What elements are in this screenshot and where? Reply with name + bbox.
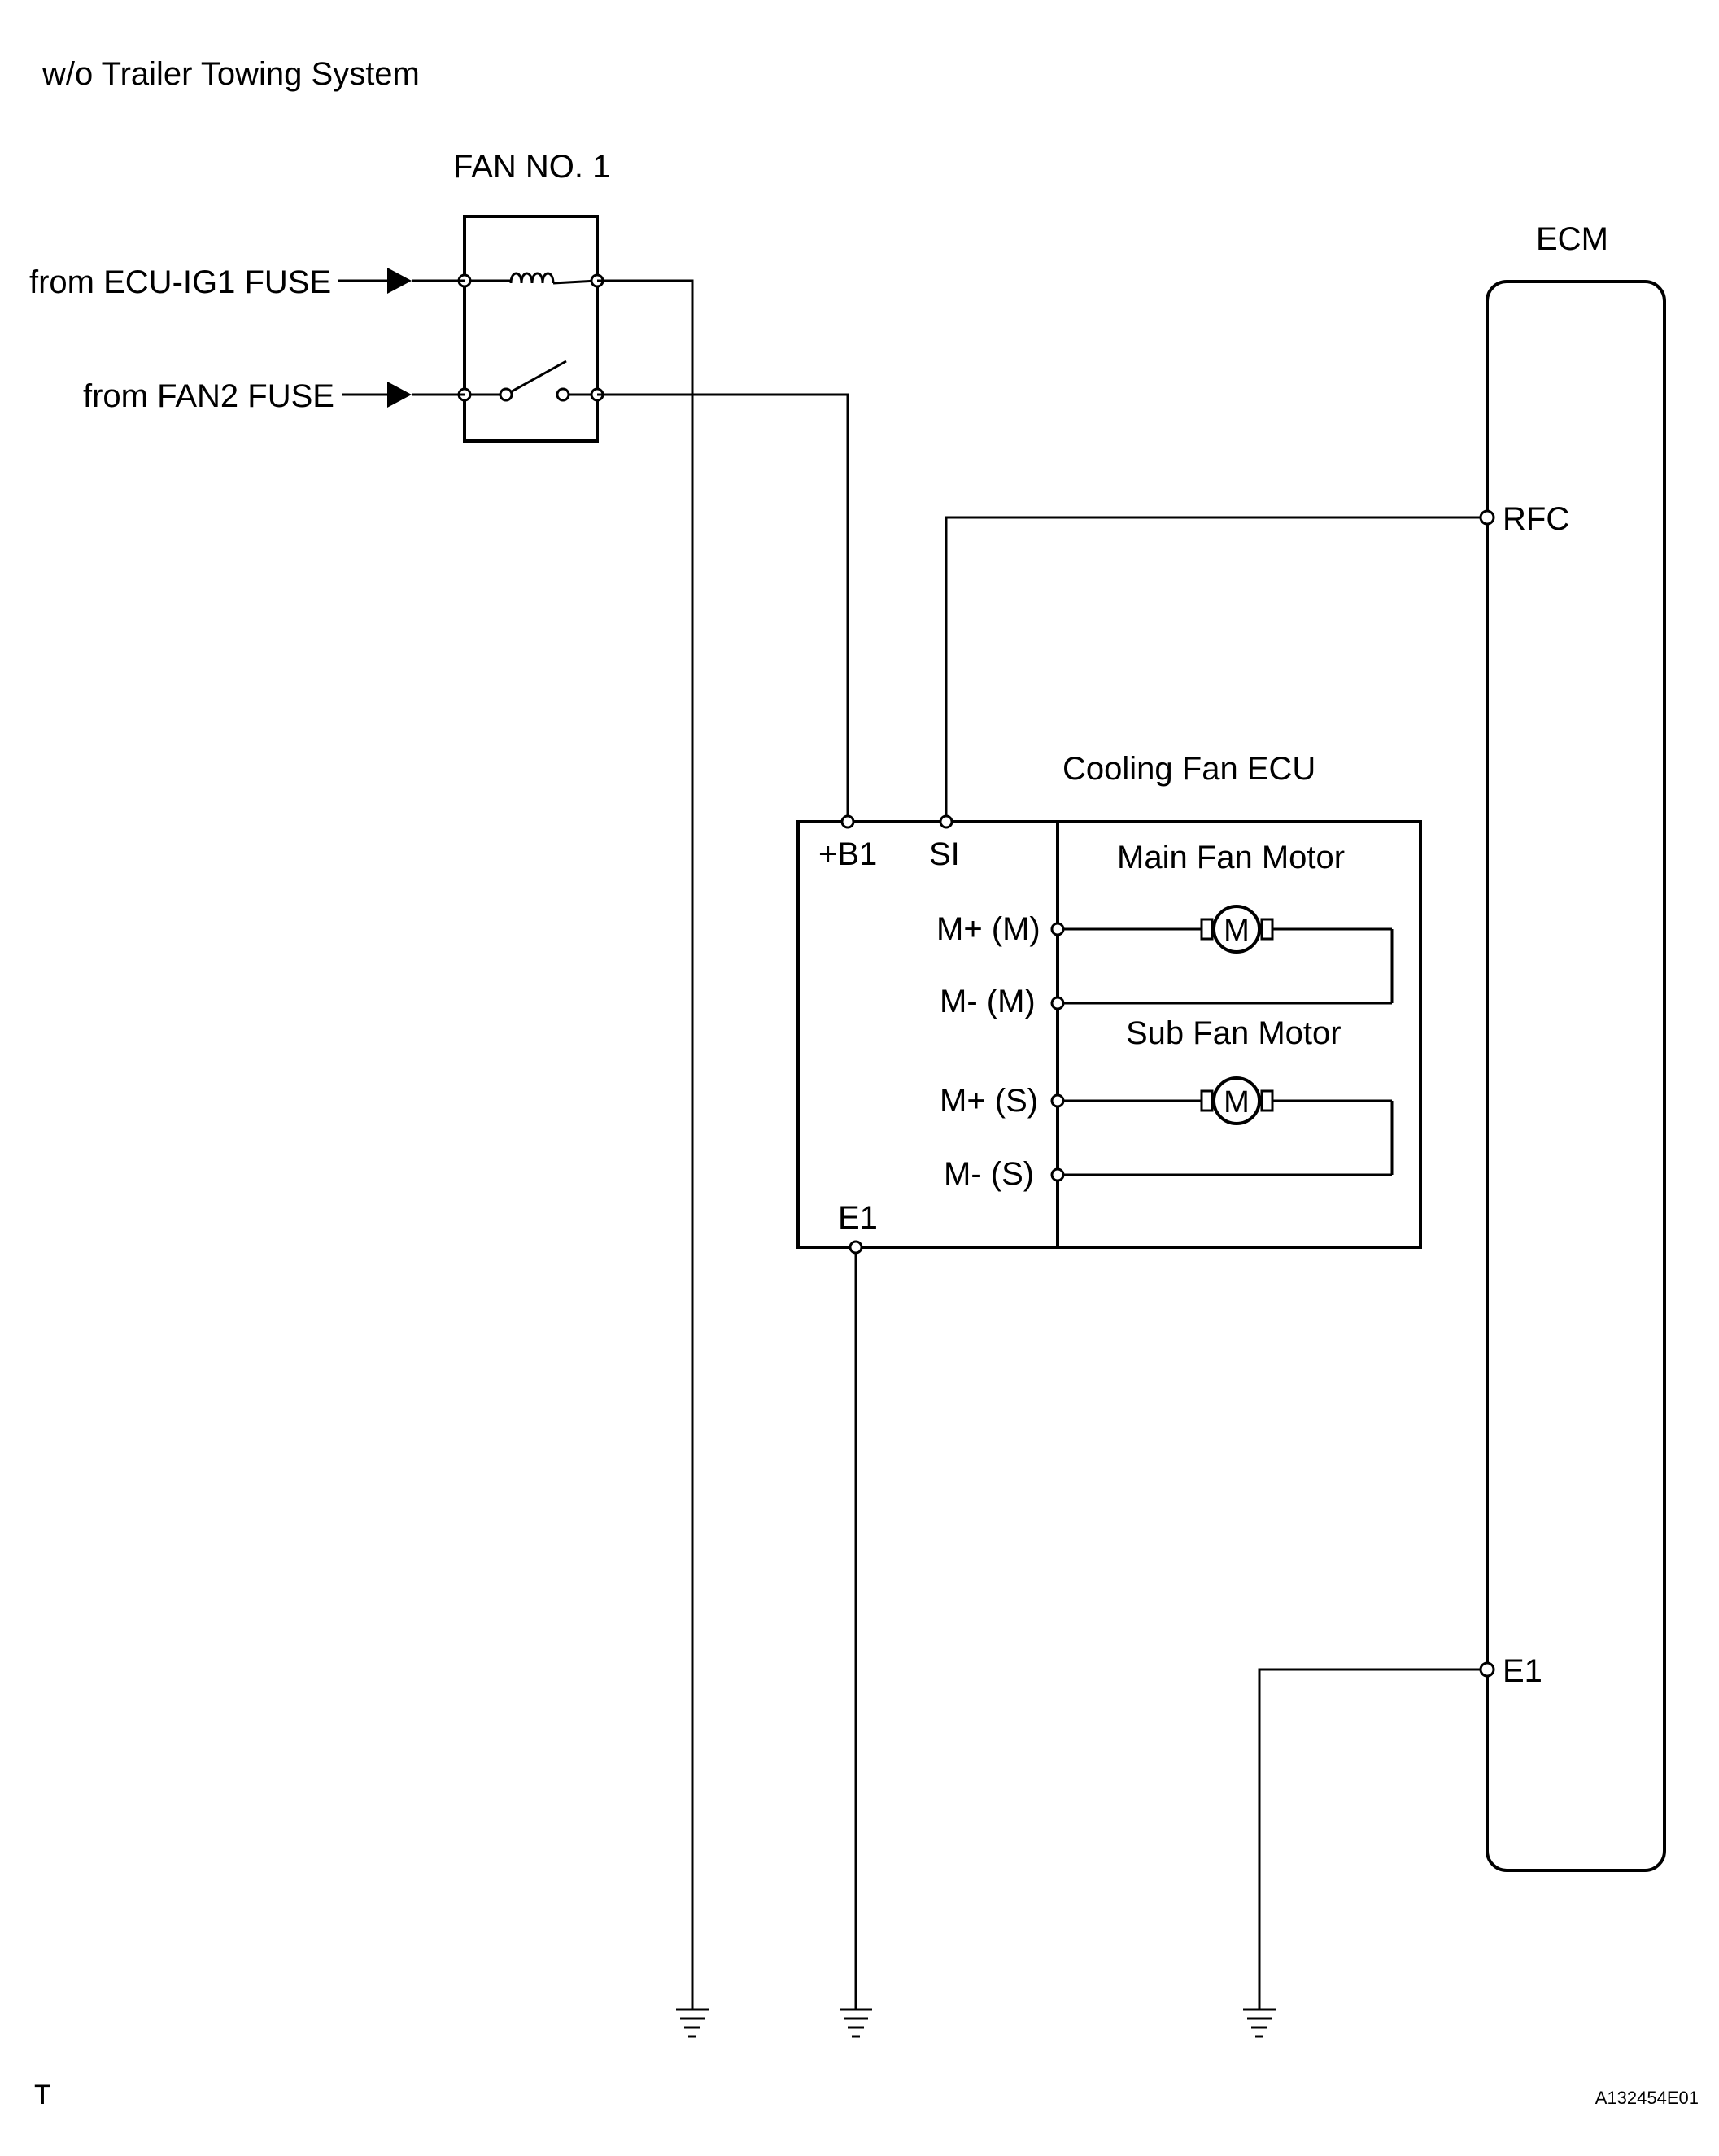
rfc-signal-wire bbox=[945, 516, 1481, 822]
relay-coil-ground-wire bbox=[597, 279, 694, 2010]
main-fan-motor-icon: M bbox=[1200, 905, 1274, 954]
cooling-fan-ecu-box bbox=[796, 820, 1422, 1249]
ecm-name: ECM bbox=[1536, 221, 1608, 257]
relay-switch-contact bbox=[505, 360, 567, 396]
ecu-pin-m-plus-sub: M+ (S) bbox=[940, 1083, 1038, 1119]
cooling-fan-ecu-name: Cooling Fan ECU bbox=[1062, 751, 1315, 787]
fan-no1-relay: FAN NO. 1 from ECU-IG1 FUSE from FAN2 FU… bbox=[29, 149, 610, 443]
relay-coil-icon bbox=[509, 272, 555, 284]
ecu-pin-b1: +B1 bbox=[818, 836, 877, 872]
relay-box bbox=[463, 215, 599, 443]
figure-code: A132454E01 bbox=[1595, 2088, 1699, 2108]
sub-fan-motor-icon: M bbox=[1200, 1076, 1274, 1125]
main-motor-symbol: M bbox=[1224, 914, 1250, 948]
ecm-pin-rfc: RFC bbox=[1503, 501, 1569, 537]
ecm-pin-e1: E1 bbox=[1503, 1653, 1542, 1689]
relay-input-ecu-ig1: from ECU-IG1 FUSE bbox=[29, 264, 331, 300]
ecu-pin-m-minus-sub: M- (S) bbox=[944, 1156, 1034, 1192]
relay-input-fan2: from FAN2 FUSE bbox=[83, 378, 334, 414]
ecm: ECM RFC E1 bbox=[1479, 221, 1666, 1872]
input-arrow-icon bbox=[387, 268, 412, 294]
ecu-pin-m-plus-main: M+ (M) bbox=[936, 911, 1041, 947]
main-fan-motor-label: Main Fan Motor bbox=[1117, 840, 1345, 875]
ecu-pin-m-minus-main: M- (M) bbox=[940, 984, 1036, 1019]
sub-fan-motor-label: Sub Fan Motor bbox=[1126, 1015, 1342, 1051]
diagram-title: w/o Trailer Towing System bbox=[41, 56, 420, 92]
footer-left-mark: T bbox=[34, 2080, 51, 2110]
cooling-fan-ecu: Cooling Fan ECU +B1 SI E1 Main Fan Motor… bbox=[796, 751, 1422, 1255]
input-arrow-icon bbox=[387, 382, 412, 408]
ecu-pin-e1-label: E1 bbox=[838, 1200, 878, 1236]
ground-icon bbox=[840, 2008, 872, 2038]
ecu-pin-si: SI bbox=[929, 836, 960, 872]
ground-icon bbox=[1243, 2008, 1276, 2038]
ecm-ground-wire bbox=[1258, 1668, 1481, 2010]
relay-name: FAN NO. 1 bbox=[453, 149, 610, 185]
ecm-box bbox=[1486, 280, 1666, 1872]
sub-motor-symbol: M bbox=[1224, 1085, 1250, 1119]
fan-power-wire bbox=[597, 393, 849, 822]
ground-icon bbox=[676, 2008, 709, 2038]
